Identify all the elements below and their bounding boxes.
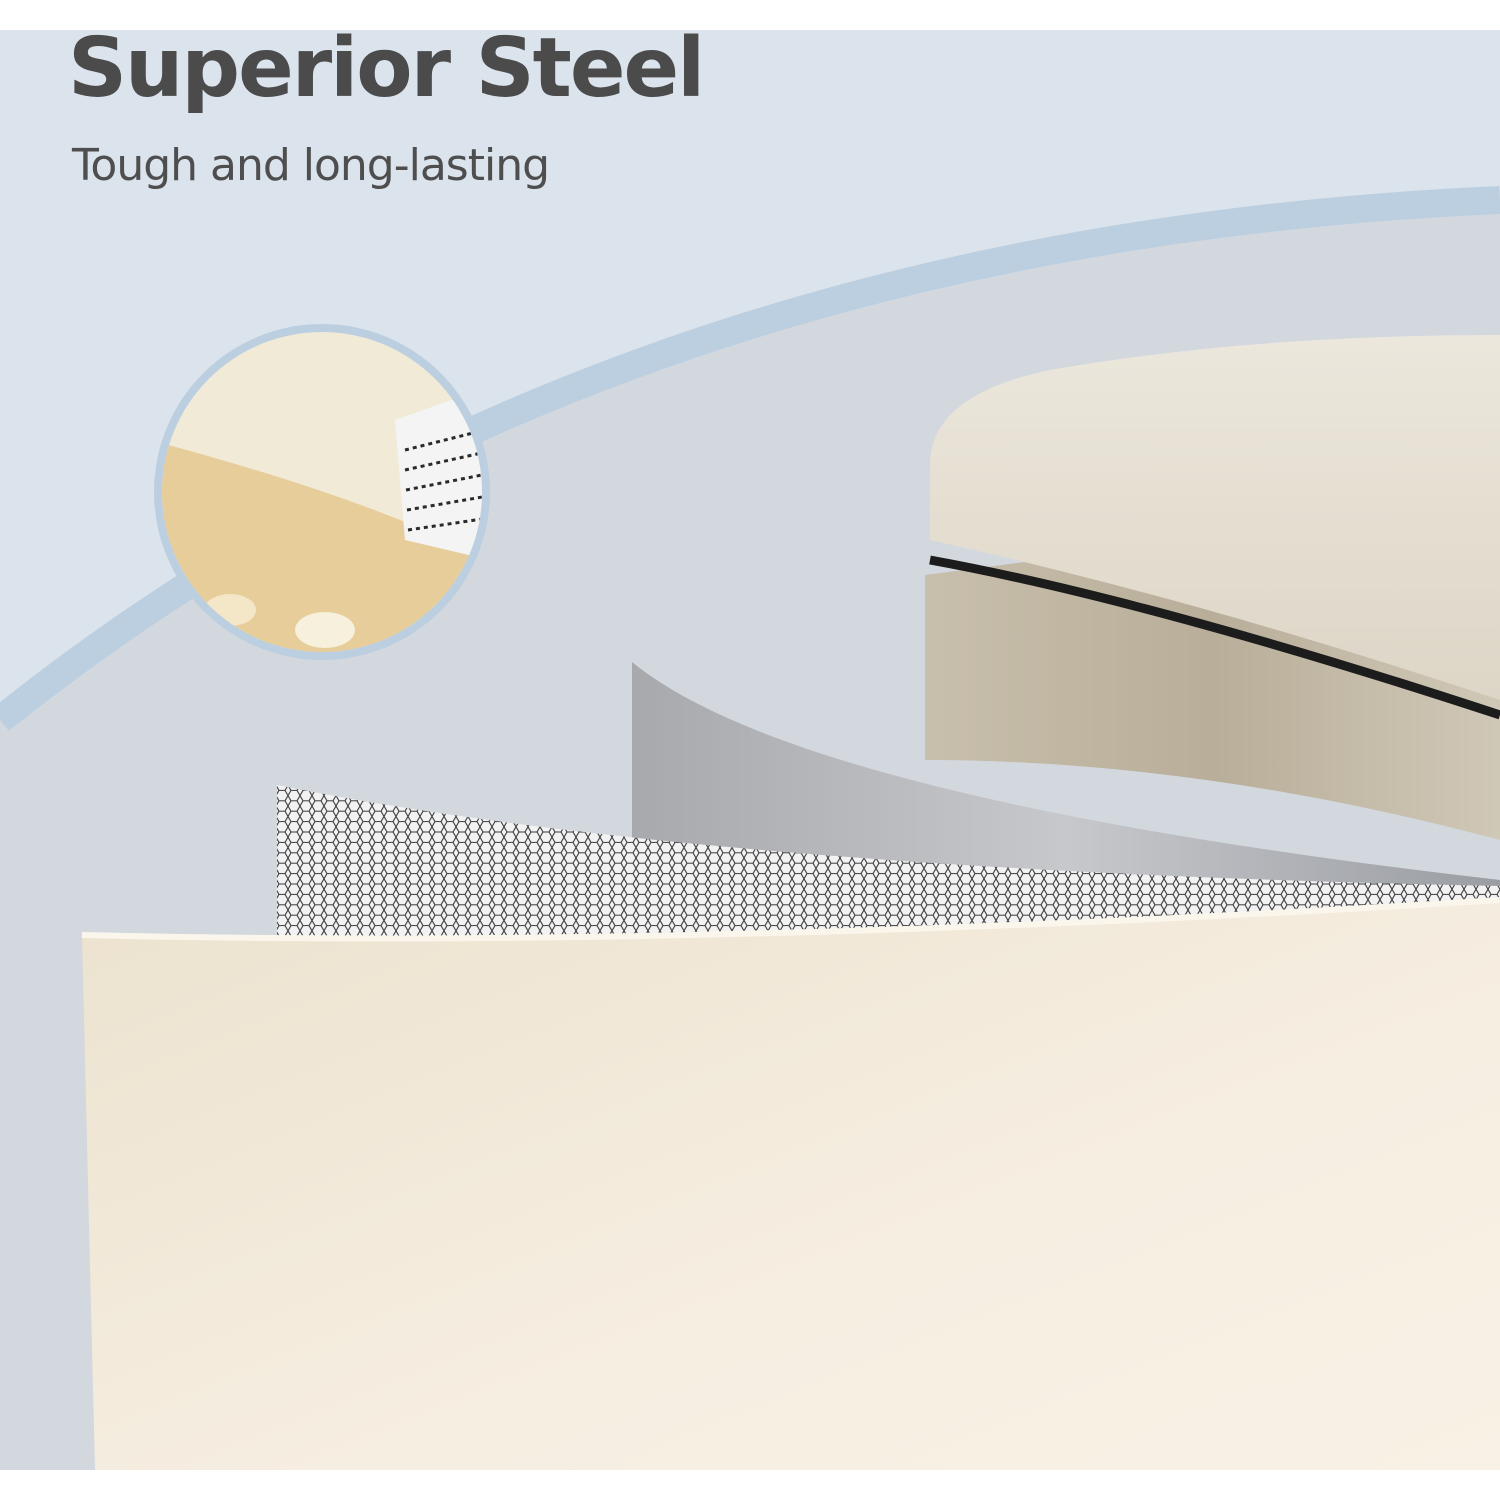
coating-closeup-lens — [154, 324, 490, 660]
subheadline: Tough and long-lasting — [72, 140, 550, 191]
lid-top — [930, 335, 1500, 700]
fabric-swatch — [395, 390, 482, 560]
cream-coating-layer — [82, 900, 1500, 1470]
coating-edge-highlight — [81, 897, 1500, 942]
trash-can-lid — [925, 335, 1500, 840]
hex-mesh-layer — [277, 785, 1500, 955]
lid-seam — [929, 555, 1500, 720]
headline: Superior Steel — [68, 21, 705, 116]
